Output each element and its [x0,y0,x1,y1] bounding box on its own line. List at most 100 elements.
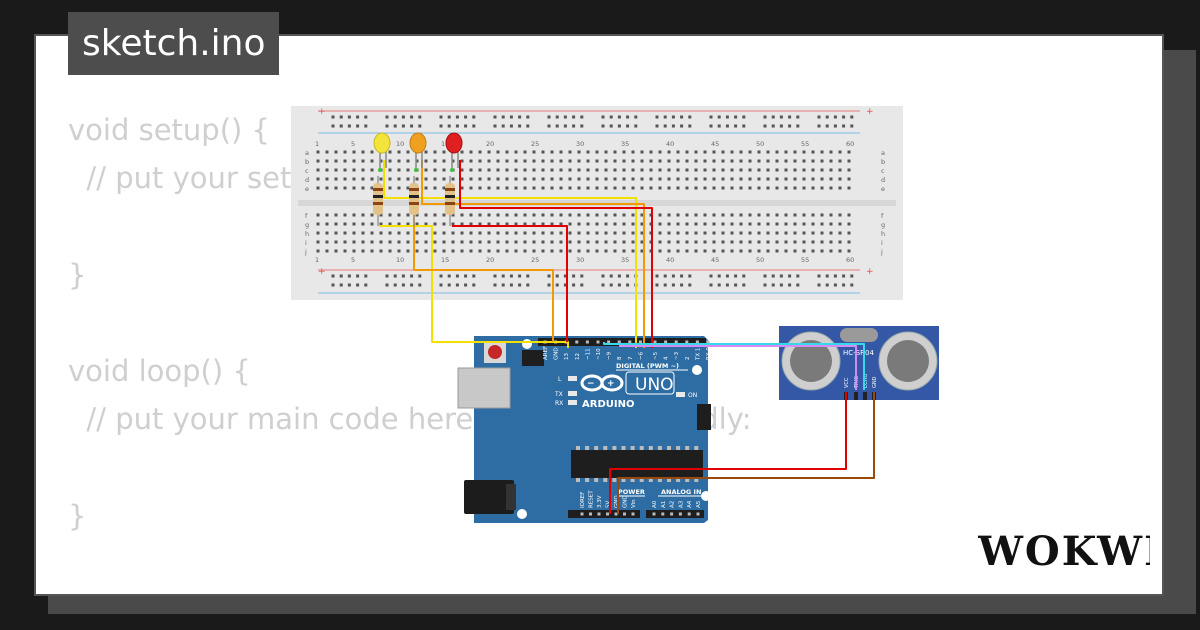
breadboard-hole [829,249,833,253]
rail-hole [634,124,638,128]
breadboard-hole [784,159,788,163]
header-pin [653,340,657,344]
breadboard-hole [820,150,824,154]
breadboard-hole [685,231,689,235]
reset-button[interactable] [488,345,502,359]
rail-hole [688,283,692,287]
breadboard-hole [622,213,626,217]
breadboard-hole [514,177,518,181]
breadboard-hole [442,249,446,253]
breadboard-hole [847,168,851,172]
analog-pin [652,512,656,516]
rail-hole [526,115,530,119]
breadboard-hole [451,213,455,217]
breadboard-hole [631,159,635,163]
breadboard-hole [514,222,518,226]
rail-hole [717,283,721,287]
rx-led-label: RX [555,400,563,407]
breadboard-hole [784,186,788,190]
breadboard-hole [838,168,842,172]
breadboard-hole [784,177,788,181]
breadboard-hole [793,249,797,253]
sensor-pin-label: ECHO [863,374,869,388]
resistor [445,176,455,226]
breadboard-hole [352,213,356,217]
rail-hole [418,115,422,119]
digital-pin-label: GND [554,347,560,360]
breadboard-hole [604,168,608,172]
breadboard-hole [334,168,338,172]
breadboard-hole [730,168,734,172]
rail-hole [763,274,767,278]
rail-hole [331,115,335,119]
breadboard-hole [748,168,752,172]
breadboard-hole [811,213,815,217]
power-pin-label: 3.3V [597,495,603,508]
analog-label: ANALOG IN [661,488,701,496]
breadboard-hole [505,177,509,181]
breadboard-hole [424,186,428,190]
rail-plus-mark: + [866,267,874,277]
tx-led-label: TX [554,391,563,398]
breadboard-hole [550,213,554,217]
header-pin [628,340,632,344]
rail-hole [742,274,746,278]
sensor-model: HC-SR04 [843,349,874,357]
analog-pin-label: A2 [670,501,676,508]
breadboard-hole [325,240,329,244]
breadboard-hole [487,168,491,172]
rail-hole [680,283,684,287]
rail-hole [680,115,684,119]
breadboard-hole [694,213,698,217]
digital-pin-label: 2 [685,357,691,361]
rail-hole [509,283,513,287]
connection-dot [378,168,382,172]
breadboard-hole [784,213,788,217]
breadboard-hole [559,249,563,253]
chip-pin [585,478,590,482]
header-pin [664,340,668,344]
breadboard-hole [550,168,554,172]
breadboard-hole [622,231,626,235]
breadboard-hole [595,213,599,217]
rail-hole [455,124,459,128]
row-letter: e [881,185,885,193]
rail-hole [626,124,630,128]
rail-hole [609,274,613,278]
breadboard-hole [406,231,410,235]
rail-hole [547,124,551,128]
rail-hole [717,124,721,128]
breadboard-hole [739,168,743,172]
rail-hole [464,115,468,119]
rail-hole [850,124,854,128]
breadboard-hole [694,222,698,226]
breadboard-hole [361,249,365,253]
breadboard-hole [460,222,464,226]
breadboard-hole [595,222,599,226]
breadboard-hole [469,240,473,244]
breadboard-hole [766,186,770,190]
breadboard-hole [370,159,374,163]
breadboard-hole [721,168,725,172]
column-number: 25 [531,140,539,148]
breadboard-hole [739,150,743,154]
breadboard-hole [685,249,689,253]
rail-hole [817,124,821,128]
breadboard-hole [532,159,536,163]
breadboard-hole [433,213,437,217]
breadboard-hole [604,240,608,244]
rail-hole [779,124,783,128]
breadboard-hole [802,240,806,244]
chip-pin [648,446,653,450]
breadboard-hole [847,150,851,154]
breadboard-hole [811,249,815,253]
breadboard-hole [316,213,320,217]
breadboard-hole [694,231,698,235]
breadboard-hole [397,213,401,217]
rail-hole [680,274,684,278]
bottom-header-pins [580,512,700,516]
breadboard-hole [613,213,617,217]
breadboard-hole [766,168,770,172]
analog-pin [696,512,700,516]
breadboard-hole [478,186,482,190]
